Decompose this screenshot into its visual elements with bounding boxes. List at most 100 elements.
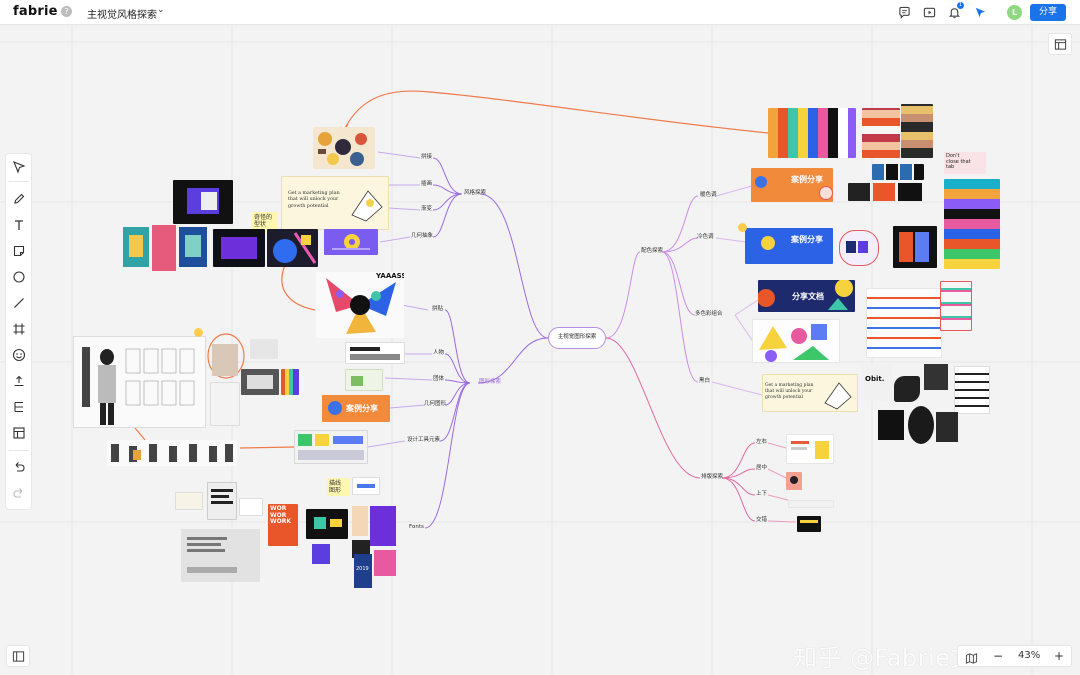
branch-graphic-explore[interactable]: 图形探索 — [479, 379, 502, 385]
document-title[interactable]: 主视觉风格探索 — [87, 10, 157, 21]
grey-poster-card[interactable] — [241, 369, 279, 395]
node-centered[interactable]: 居中 — [756, 465, 768, 471]
warm-small-cards[interactable] — [848, 183, 924, 201]
black-book-card[interactable] — [173, 180, 233, 224]
fonts-dark-card[interactable] — [306, 509, 348, 539]
line-icon[interactable] — [11, 295, 27, 311]
multicolor-shapes-card[interactable] — [752, 319, 840, 363]
node-multicolor[interactable]: 多色彩组合 — [695, 311, 723, 317]
node-staggered[interactable]: 交错 — [756, 517, 768, 523]
layout-top-bottom-card[interactable] — [788, 500, 834, 508]
branch-style-explore[interactable]: 风格探索 — [464, 190, 487, 196]
emoji-reaction-icon[interactable] — [194, 328, 203, 337]
node-collage[interactable]: 拼接 — [421, 154, 433, 160]
share-button[interactable]: 分享 — [1030, 4, 1066, 21]
fashion-grid-card[interactable] — [210, 382, 240, 426]
yaaass-collage-card[interactable]: YAAASS! — [316, 272, 404, 338]
node-geometric-shapes[interactable]: 几何图形 — [424, 401, 447, 407]
layout-stagger-card[interactable] — [797, 516, 821, 532]
warm-case-card[interactable]: 案例分享 — [751, 168, 833, 202]
multicolor-web-grid[interactable] — [866, 288, 942, 358]
redo-icon[interactable] — [11, 485, 27, 501]
design-tools-card[interactable] — [294, 430, 368, 464]
color-swatches-card[interactable] — [281, 369, 299, 395]
node-warm-tone[interactable]: 暖色调 — [700, 192, 717, 198]
layout-center-card[interactable] — [786, 472, 802, 490]
map-icon[interactable] — [965, 650, 978, 669]
bw-marketing-card[interactable]: Get a marketing plan that will unlock yo… — [762, 374, 858, 412]
text-icon[interactable] — [11, 217, 27, 233]
sticky-note-weird-shape[interactable]: 奇怪的 型状 — [252, 212, 278, 233]
sidebar-toggle-icon[interactable] — [6, 645, 30, 667]
help-icon[interactable]: ? — [61, 6, 72, 17]
present-icon[interactable] — [922, 5, 936, 19]
layout-panel-icon[interactable] — [1048, 33, 1072, 55]
whiteboard-canvas[interactable]: 主视觉图形探索 风格探索 拼接 插画 渐变 几何抽象 图形探索 拼贴 人物 团体… — [0, 26, 1080, 675]
people-photo-grid[interactable] — [901, 104, 933, 158]
node-illustration[interactable]: 插画 — [421, 181, 433, 187]
zoom-out-button[interactable]: − — [993, 649, 1004, 663]
warm-poster-group[interactable] — [862, 108, 900, 158]
orange-case-card[interactable]: 案例分享 — [322, 395, 390, 422]
people-black-card[interactable] — [345, 342, 405, 364]
gradient-cards-group[interactable] — [123, 225, 209, 271]
design-tool-mini-card[interactable] — [352, 477, 380, 495]
photoshop-text-card[interactable] — [207, 482, 237, 520]
fonts-orange-card[interactable]: WOR WOR WORK — [268, 504, 298, 546]
node-top-bottom[interactable]: 上下 — [756, 491, 768, 497]
sticky-note-outline-shape[interactable]: 描线 图形 — [327, 478, 349, 496]
node-black-white[interactable]: 黑白 — [699, 378, 711, 384]
sticky-note-icon[interactable] — [11, 243, 27, 259]
fashion-photo-card[interactable] — [212, 344, 238, 376]
avatar[interactable]: L — [1007, 5, 1022, 20]
comment-icon[interactable] — [897, 5, 911, 19]
template-icon[interactable] — [11, 425, 27, 441]
fashion-sketch-card[interactable] — [73, 336, 206, 428]
app-logo[interactable]: fabrie — [13, 4, 58, 19]
grey-type-card[interactable] — [181, 529, 260, 582]
dark-poster-card[interactable] — [893, 226, 937, 268]
node-gradient[interactable]: 渐变 — [421, 206, 433, 212]
node-geometric-abstract[interactable]: 几何抽象 — [411, 233, 434, 239]
branch-color-explore[interactable]: 配色探索 — [641, 248, 664, 254]
group-green-card[interactable] — [345, 369, 383, 391]
photoshop-board-card[interactable] — [175, 492, 203, 510]
select-icon[interactable] — [11, 159, 27, 175]
fashion-row-card[interactable] — [107, 440, 237, 466]
mindmap-icon[interactable] — [11, 399, 27, 415]
fonts-poster-grid[interactable]: 2019 — [312, 506, 398, 588]
node-patchwork[interactable]: 拼贴 — [432, 306, 444, 312]
sticker-icon[interactable] — [11, 347, 27, 363]
bw-pattern-cards[interactable] — [878, 364, 992, 448]
node-left-right[interactable]: 左右 — [756, 439, 768, 445]
cool-abstract-card[interactable] — [839, 230, 879, 266]
pen-icon[interactable] — [11, 191, 27, 207]
bw-obit-card[interactable]: Obit. — [862, 365, 892, 401]
photoshop-small-card[interactable] — [239, 498, 263, 516]
zoom-in-button[interactable]: + — [1054, 649, 1065, 663]
multicolor-side-cards[interactable] — [940, 281, 972, 331]
cool-case-card[interactable]: 案例分享 — [745, 228, 833, 264]
warm-grid-card[interactable] — [768, 108, 856, 158]
chevron-down-icon[interactable]: ⌄ — [157, 5, 165, 15]
follow-cursor-icon[interactable] — [973, 5, 987, 19]
node-group[interactable]: 团体 — [433, 376, 445, 382]
purple-abstract-card[interactable] — [324, 229, 378, 255]
zoom-level[interactable]: 43% — [1018, 650, 1041, 661]
emoji-reaction-icon[interactable] — [738, 223, 747, 232]
node-people[interactable]: 人物 — [433, 350, 445, 356]
bell-icon[interactable] — [947, 5, 961, 19]
layout-left-right-card[interactable] — [786, 434, 834, 464]
mindmap-center-node[interactable]: 主视觉图形探索 — [548, 327, 606, 349]
node-cool-tone[interactable]: 冷色调 — [697, 234, 714, 240]
undo-icon[interactable] — [11, 459, 27, 475]
collage-illustration-card[interactable] — [313, 127, 375, 169]
warm-cards-row[interactable] — [872, 164, 924, 180]
shape-icon[interactable] — [11, 269, 27, 285]
purple-screen-card[interactable] — [213, 229, 265, 267]
branch-layout-explore[interactable]: 排版探索 — [701, 474, 724, 480]
node-fonts[interactable]: Fonts — [409, 524, 424, 530]
marketing-plan-card[interactable]: Get a marketing plan that will unlock yo… — [281, 176, 389, 230]
dont-close-card[interactable]: Don't close that tab — [944, 152, 986, 174]
colorful-grid-card[interactable] — [944, 179, 1000, 269]
